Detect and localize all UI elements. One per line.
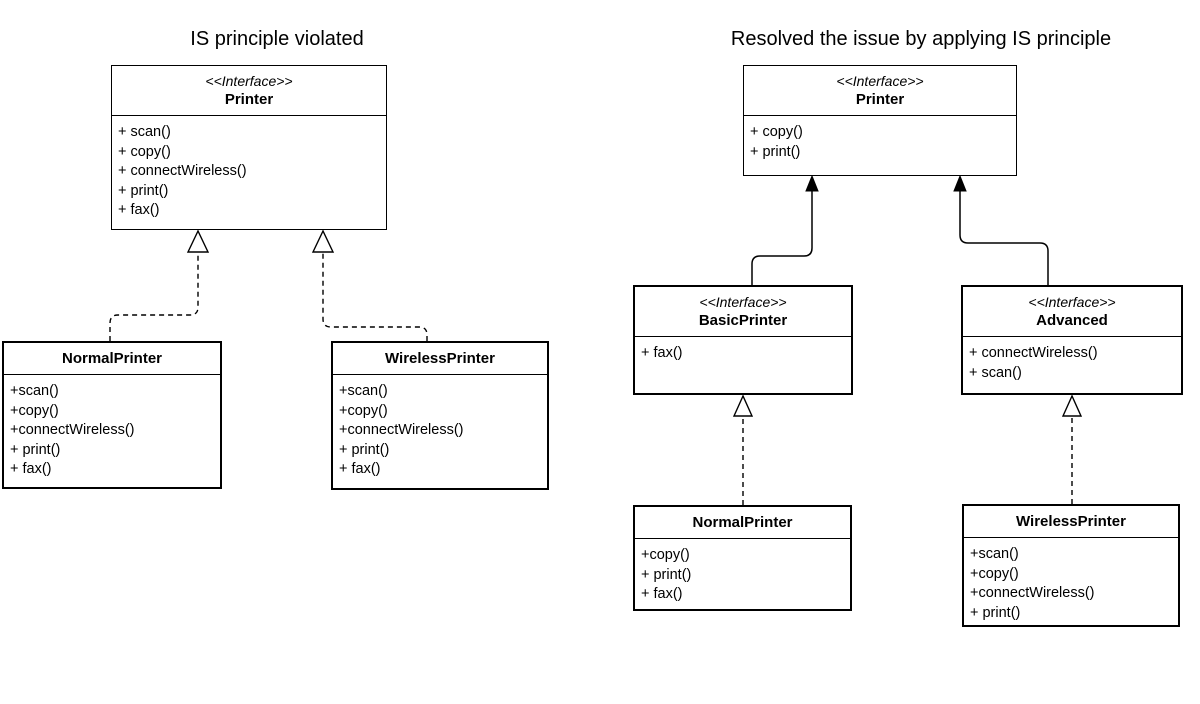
method-label: +connectWireless() <box>970 585 1095 602</box>
method-label: +copy() <box>970 565 1019 582</box>
methods-section: + copy() + print() <box>744 116 1016 162</box>
hollow-triangle-icon <box>186 229 210 253</box>
class-name: WirelessPrinter <box>385 350 495 367</box>
class-header: <<Interface>> Printer <box>744 66 1016 116</box>
class-header: WirelessPrinter <box>964 506 1178 538</box>
left-diagram-title: IS principle violated <box>190 28 364 50</box>
method-label: + fax() <box>118 202 160 219</box>
class-name: Printer <box>224 91 274 108</box>
class-name: NormalPrinter <box>61 350 163 367</box>
class-name: BasicPrinter <box>698 312 788 329</box>
class-name: Printer <box>855 91 905 108</box>
stereotype-label: <<Interface>> <box>836 73 924 89</box>
right-diagram-title: Resolved the issue by applying IS princi… <box>730 28 1112 50</box>
method-label: +copy() <box>641 547 690 563</box>
class-header: NormalPrinter <box>4 343 220 375</box>
method-label: + fax() <box>641 345 683 361</box>
extension-connector-advanced <box>959 189 1049 285</box>
realization-connector-left-wirelessprinter <box>322 253 428 341</box>
method-label: + print() <box>339 441 390 458</box>
class-box-left-normalprinter: NormalPrinter +scan() +copy() +connectWi… <box>2 341 222 489</box>
class-header: <<Interface>> BasicPrinter <box>635 287 851 337</box>
method-label: +scan() <box>10 383 59 399</box>
method-label: +copy() <box>10 402 59 419</box>
class-box-right-normalprinter: NormalPrinter +copy() + print() + fax() <box>633 505 852 611</box>
class-box-left-wirelessprinter: WirelessPrinter +scan() +copy() +connect… <box>331 341 549 490</box>
method-label: +connectWireless() <box>339 422 464 439</box>
class-name: NormalPrinter <box>692 514 793 531</box>
class-box-right-wirelessprinter: WirelessPrinter +scan() +copy() +connect… <box>962 504 1180 627</box>
method-label: + connectWireless() <box>969 345 1098 361</box>
methods-section: + fax() <box>635 337 851 364</box>
method-label: + print() <box>970 604 1021 621</box>
class-box-left-printer: <<Interface>> Printer + scan() + copy() … <box>111 65 387 230</box>
class-header: <<Interface>> Advanced <box>963 287 1181 337</box>
hollow-triangle-icon <box>311 229 335 253</box>
methods-section: +scan() +copy() +connectWireless() + pri… <box>964 538 1178 623</box>
method-label: + print() <box>10 441 61 458</box>
methods-section: +scan() +copy() +connectWireless() + pri… <box>333 375 547 480</box>
method-label: +scan() <box>339 383 388 399</box>
method-label: + fax() <box>339 461 381 478</box>
method-label: +scan() <box>970 546 1019 562</box>
hollow-triangle-icon <box>732 394 754 417</box>
class-header: <<Interface>> Printer <box>112 66 386 116</box>
realization-connector-left-normalprinter <box>109 253 199 341</box>
methods-section: + connectWireless() + scan() <box>963 337 1181 383</box>
methods-section: +scan() +copy() +connectWireless() + pri… <box>4 375 220 480</box>
class-name: WirelessPrinter <box>1016 513 1126 530</box>
method-label: + fax() <box>641 586 683 603</box>
method-label: + copy() <box>118 143 171 160</box>
method-label: + scan() <box>118 124 171 140</box>
filled-arrowhead-icon <box>805 174 819 192</box>
method-label: + scan() <box>969 364 1022 381</box>
stereotype-label: <<Interface>> <box>699 294 787 310</box>
class-header: WirelessPrinter <box>333 343 547 375</box>
method-label: + print() <box>641 566 692 583</box>
class-box-right-printer: <<Interface>> Printer + copy() + print() <box>743 65 1017 176</box>
method-label: + fax() <box>10 461 52 478</box>
methods-section: +copy() + print() + fax() <box>635 539 850 605</box>
stereotype-label: <<Interface>> <box>205 73 293 89</box>
method-label: + print() <box>118 182 169 199</box>
method-label: + connectWireless() <box>118 163 247 180</box>
class-header: NormalPrinter <box>635 507 850 539</box>
class-box-advanced: <<Interface>> Advanced + connectWireless… <box>961 285 1183 395</box>
method-label: +copy() <box>339 402 388 419</box>
filled-arrowhead-icon <box>953 174 967 192</box>
extension-connector-basicprinter <box>751 189 813 285</box>
stereotype-label: <<Interface>> <box>1028 294 1116 310</box>
method-label: + print() <box>750 143 801 160</box>
method-label: +connectWireless() <box>10 422 135 439</box>
methods-section: + scan() + copy() + connectWireless() + … <box>112 116 386 221</box>
class-name: Advanced <box>1036 312 1108 329</box>
class-box-basicprinter: <<Interface>> BasicPrinter + fax() <box>633 285 853 395</box>
hollow-triangle-icon <box>1061 394 1083 417</box>
method-label: + copy() <box>750 124 803 140</box>
